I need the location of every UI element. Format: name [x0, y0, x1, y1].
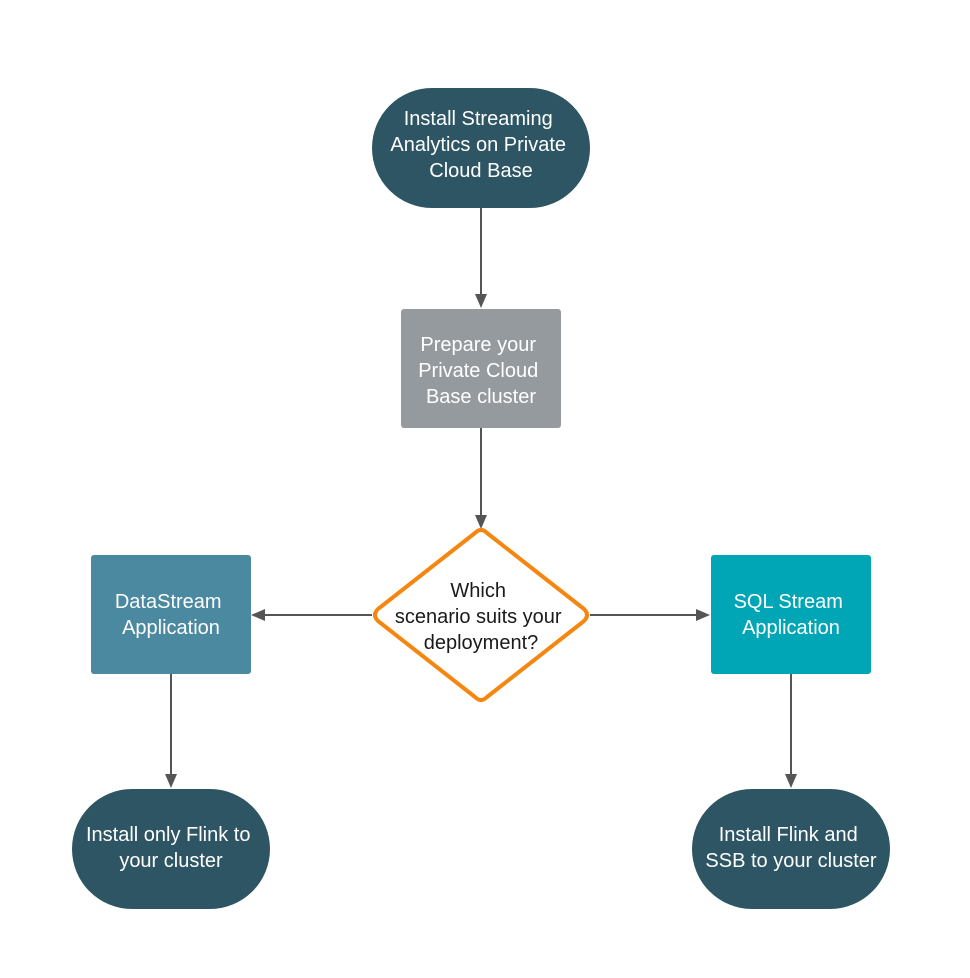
- decision-node-line: scenario suits your: [395, 606, 562, 628]
- decision-node-shape: [373, 528, 589, 702]
- arrowhead-prepare: [475, 294, 487, 308]
- prepare-node-line: Base cluster: [426, 386, 536, 408]
- arrowhead-end-left: [165, 774, 177, 788]
- end-right-node-label: Install Flink and SSB to your cluster: [705, 824, 877, 872]
- arrowhead-datastream: [251, 609, 265, 621]
- start-node-line: Install Streaming: [404, 108, 553, 130]
- prepare-node: Prepare your Private Cloud Base cluster: [401, 309, 561, 428]
- sqlstream-node-line: Application: [742, 617, 840, 639]
- sqlstream-node: SQL Stream Application: [711, 555, 871, 674]
- arrowhead-end-right: [785, 774, 797, 788]
- prepare-node-line: Prepare your: [420, 334, 536, 356]
- sqlstream-node-label: SQL Stream Application: [734, 591, 849, 639]
- end-left-node-line: your cluster: [119, 850, 223, 872]
- start-node-line: Analytics on Private: [390, 134, 566, 156]
- prepare-node-label: Prepare your Private Cloud Base cluster: [418, 334, 544, 408]
- connectors: [165, 208, 797, 788]
- start-node-line: Cloud Base: [429, 160, 532, 182]
- end-right-node-shape: [692, 789, 890, 909]
- decision-node-line: deployment?: [424, 632, 539, 654]
- decision-node-label: Which scenario suits your deployment?: [395, 580, 567, 654]
- arrowhead-sqlstream: [696, 609, 710, 621]
- end-left-node-label: Install only Flink to your cluster: [86, 824, 256, 872]
- decision-node-line: Which: [450, 580, 506, 602]
- end-left-node: Install only Flink to your cluster: [72, 789, 270, 909]
- start-node: Install Streaming Analytics on Private C…: [372, 88, 590, 208]
- datastream-node-line: Application: [122, 617, 220, 639]
- datastream-node-line: DataStream: [115, 591, 222, 613]
- datastream-node: DataStream Application: [91, 555, 251, 674]
- datastream-node-shape: [91, 555, 251, 674]
- prepare-node-shape: [401, 309, 561, 428]
- decision-node: Which scenario suits your deployment?: [373, 528, 589, 702]
- sqlstream-node-line: SQL Stream: [734, 591, 843, 613]
- end-right-node-line: Install Flink and: [719, 824, 858, 846]
- sqlstream-node-shape: [711, 555, 871, 674]
- end-left-node-line: Install only Flink to: [86, 824, 251, 846]
- start-node-label: Install Streaming Analytics on Private C…: [390, 108, 571, 182]
- arrowhead-decision: [475, 515, 487, 529]
- end-right-node: Install Flink and SSB to your cluster: [692, 789, 890, 909]
- start-node-shape: [372, 88, 590, 208]
- prepare-node-line: Private Cloud: [418, 360, 538, 382]
- datastream-node-label: DataStream Application: [115, 591, 227, 639]
- end-right-node-line: SSB to your cluster: [705, 850, 877, 872]
- end-left-node-shape: [72, 789, 270, 909]
